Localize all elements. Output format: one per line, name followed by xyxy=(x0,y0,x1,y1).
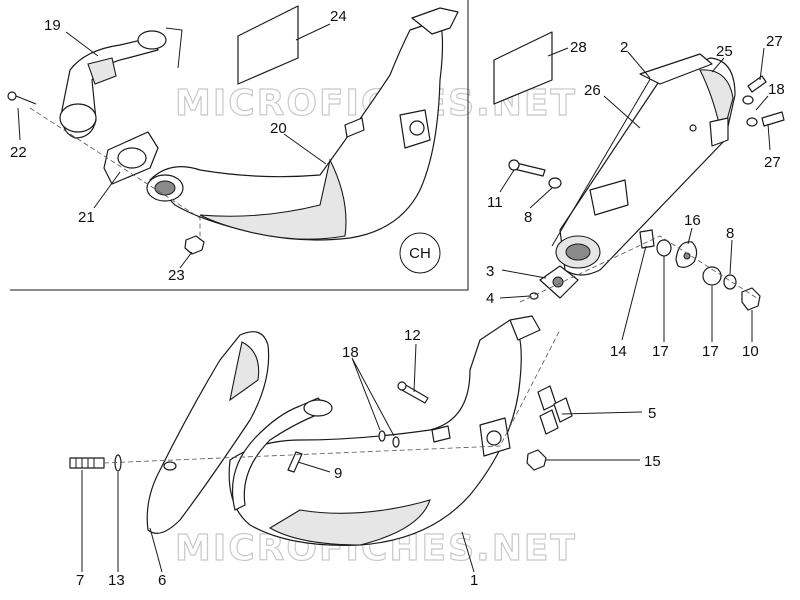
callout-12: 12 xyxy=(404,327,421,344)
callout-10: 10 xyxy=(742,343,759,360)
label-plate-28 xyxy=(493,31,553,105)
silencer-ch xyxy=(146,7,459,241)
callout-24: 24 xyxy=(330,8,347,25)
bolt-27b xyxy=(761,111,785,127)
bolt-5c xyxy=(539,409,559,435)
bolt-22 xyxy=(7,91,37,105)
header-pipe-ch xyxy=(59,27,183,139)
callout-7: 7 xyxy=(76,572,84,589)
ch-variant-label: CH xyxy=(409,245,431,262)
callout-2: 2 xyxy=(620,39,628,56)
callout-numbers: 19 24 28 2 25 27 26 18 22 20 27 11 8 21 … xyxy=(10,8,785,589)
clip-18b-2 xyxy=(392,436,400,448)
callout-8-right: 8 xyxy=(726,225,734,242)
washer-18a-1 xyxy=(742,95,754,105)
callout-5: 5 xyxy=(648,405,656,422)
callout-20: 20 xyxy=(270,120,287,137)
callout-27-top: 27 xyxy=(766,33,783,50)
nut-23 xyxy=(184,235,205,255)
header-pipe-bottom xyxy=(231,397,333,511)
spacer-14 xyxy=(639,229,655,249)
nut-15 xyxy=(526,449,547,471)
callout-9: 9 xyxy=(334,465,342,482)
silencer-1 xyxy=(228,315,541,546)
bushing-17b xyxy=(702,266,722,286)
nut-10 xyxy=(741,287,761,311)
callout-21: 21 xyxy=(78,209,95,226)
axis-top-right xyxy=(519,235,761,303)
washer-18a-2 xyxy=(746,117,758,127)
callout-17-left: 17 xyxy=(652,343,669,360)
callout-6: 6 xyxy=(158,572,166,589)
callout-11: 11 xyxy=(487,194,503,211)
callout-19: 19 xyxy=(44,17,61,34)
callout-22: 22 xyxy=(10,144,27,161)
bolt-7 xyxy=(69,457,105,469)
callout-8-left: 8 xyxy=(524,209,532,226)
clip-18b-1 xyxy=(378,430,386,442)
bolt-11 xyxy=(508,159,546,177)
axis-ch xyxy=(29,107,201,240)
gasket-3 xyxy=(539,265,579,299)
callout-27-bottom: 27 xyxy=(764,154,781,171)
callout-23: 23 xyxy=(168,267,185,284)
clamp-16 xyxy=(675,241,698,268)
callout-1: 1 xyxy=(470,572,478,589)
bolt-5b xyxy=(553,397,573,423)
callout-14: 14 xyxy=(610,343,627,360)
callout-3: 3 xyxy=(486,263,494,280)
ch-variant-badge xyxy=(399,232,441,274)
callout-4: 4 xyxy=(486,290,494,307)
washer-8a xyxy=(548,177,562,189)
heat-shield-6 xyxy=(146,331,270,534)
callout-17-right: 17 xyxy=(702,343,719,360)
callout-25: 25 xyxy=(716,43,733,60)
label-plate-24 xyxy=(237,5,299,85)
gasket-21 xyxy=(103,131,159,185)
callout-18-top: 18 xyxy=(768,81,785,98)
callout-15: 15 xyxy=(644,453,661,470)
bolt-12 xyxy=(397,381,429,404)
bolt-9 xyxy=(287,451,303,473)
leader-lines xyxy=(17,23,771,573)
callout-28: 28 xyxy=(570,39,587,56)
callout-13: 13 xyxy=(108,572,125,589)
bolt-5a xyxy=(537,385,557,411)
axis-bottom xyxy=(103,329,561,464)
muffler-26 xyxy=(551,53,736,276)
washer-13 xyxy=(114,454,122,472)
callout-18-bottom: 18 xyxy=(342,344,359,361)
bolt-27a xyxy=(747,75,767,93)
bushing-17a xyxy=(656,239,672,257)
washer-8b xyxy=(723,274,737,290)
callout-26: 26 xyxy=(584,82,601,99)
ch-variant-frame xyxy=(10,0,469,291)
callout-16: 16 xyxy=(684,212,701,229)
